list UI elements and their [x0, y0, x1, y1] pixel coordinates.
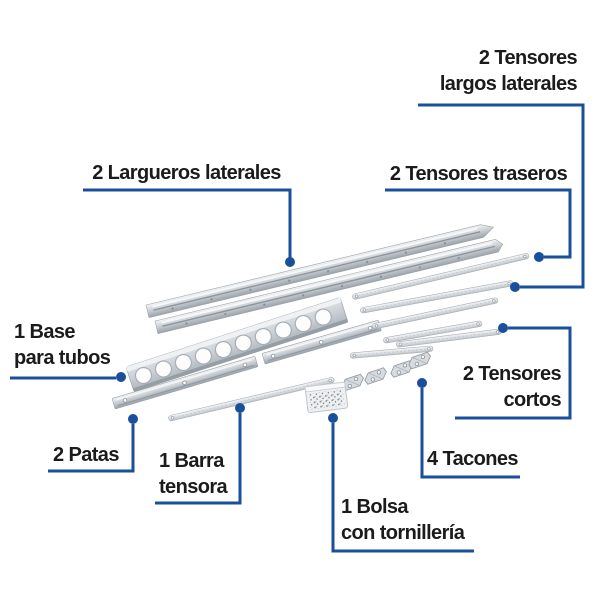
callout-base-tubos [10, 372, 126, 382]
label-tensores-cortos: 2 Tensores cortos [462, 363, 562, 411]
callout-tacones [417, 378, 520, 479]
callout-barra-tensora [155, 403, 245, 505]
label-largueros-laterales: 2 Largueros laterales [92, 162, 281, 184]
callout-largueros [83, 188, 295, 267]
tensor-rod-4 [383, 320, 483, 344]
label-barra-tensora: 1 Barra tensora [159, 450, 228, 498]
tensor-rod-3 [372, 297, 499, 330]
bracket-4 [408, 351, 431, 370]
short-tensor-rod-2 [349, 345, 434, 359]
callout-patas [48, 414, 138, 473]
hardware-bag [304, 381, 349, 414]
bracket-2 [364, 367, 387, 385]
label-tacones: 4 Tacones [427, 448, 519, 470]
callout-bolsa [328, 413, 474, 553]
larguero-rail-1 [145, 224, 495, 319]
label-tensores-largos-laterales: 2 Tensores largos laterales [439, 47, 578, 95]
label-tensores-traseros: 2 Tensores traseros [389, 163, 568, 185]
label-patas: 2 Patas [53, 444, 119, 466]
callout-tensores-largos [418, 103, 585, 292]
callout-tensores-traseros [385, 188, 572, 262]
tensor-rod-1 [352, 253, 530, 300]
label-bolsa-tornilleria: 1 Bolsa con tornillería [341, 496, 465, 544]
tensor-rod-2 [360, 280, 514, 314]
label-base-para-tubos: 1 Base para tubos [14, 321, 111, 369]
tension-bar [168, 377, 335, 422]
tube-base [126, 297, 349, 392]
larguero-rail-2 [154, 238, 504, 335]
callout-tensores-cortos [455, 323, 572, 420]
leg-rail-1 [111, 356, 259, 410]
leg-rail-2 [261, 320, 382, 365]
